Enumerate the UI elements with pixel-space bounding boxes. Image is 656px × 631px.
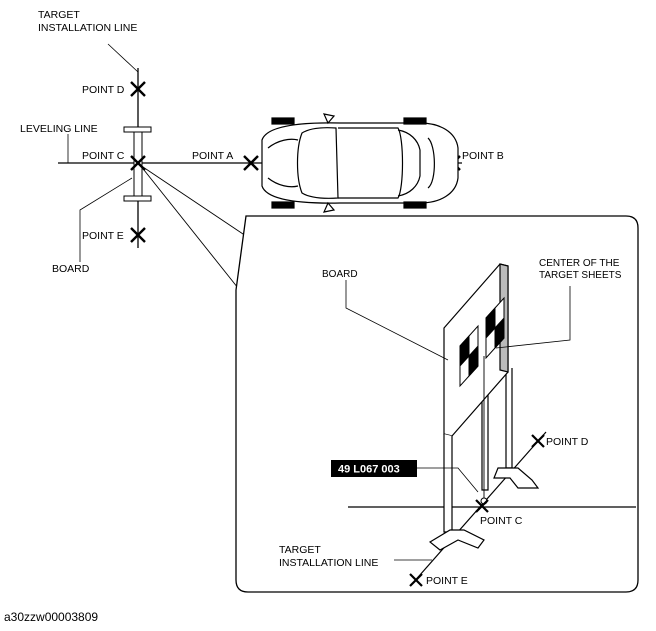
target-sheet-right-icon [485, 296, 505, 360]
target-line-leader [107, 43, 139, 73]
figure-caption: a30zzw00003809 [4, 610, 99, 624]
detail-label-center-2: TARGET SHEETS [539, 270, 622, 281]
detail-label-target-line-1: TARGET [279, 544, 321, 556]
detail-frame [235, 215, 639, 593]
part-number-text: 49 L067 003 [338, 464, 400, 476]
point-e-marker-icon [130, 227, 146, 243]
detail-board-leader [345, 280, 449, 361]
label-point-d: POINT D [82, 84, 125, 96]
detail-label-center-1: CENTER OF THE [539, 258, 620, 269]
label-leveling-line: LEVELING LINE [20, 123, 98, 135]
zoom-ray-lower [139, 164, 239, 289]
detail-label-target-line-2: INSTALLATION LINE [279, 557, 378, 569]
board-leader [79, 177, 133, 262]
detail-label-point-c: POINT C [480, 515, 523, 527]
zoom-ray-upper [139, 164, 247, 237]
part-number-tag [331, 460, 417, 477]
part-number-leader [417, 467, 479, 493]
point-a-marker-icon [243, 155, 259, 171]
detail-label-point-d: POINT D [546, 436, 589, 448]
label-target-installation-line-1: TARGET [38, 9, 80, 21]
label-point-c: POINT C [82, 150, 125, 162]
detail-point-e-marker-icon [409, 573, 423, 587]
detail-point-d-marker-icon [531, 434, 545, 448]
point-d-marker-icon [130, 81, 146, 97]
detail-label-point-e: POINT E [426, 575, 468, 587]
detail-label-board: BOARD [322, 269, 358, 280]
label-board: BOARD [52, 263, 90, 275]
target-sheet-left-icon [459, 324, 479, 388]
label-target-installation-line-2: INSTALLATION LINE [38, 22, 137, 34]
label-point-b: POINT B [462, 150, 504, 162]
vehicle-top-view-icon [261, 113, 459, 213]
detail-center-leader [495, 286, 571, 349]
detail-point-c-marker-icon [475, 499, 489, 513]
label-point-e: POINT E [82, 230, 124, 242]
label-point-a: POINT A [192, 150, 233, 162]
